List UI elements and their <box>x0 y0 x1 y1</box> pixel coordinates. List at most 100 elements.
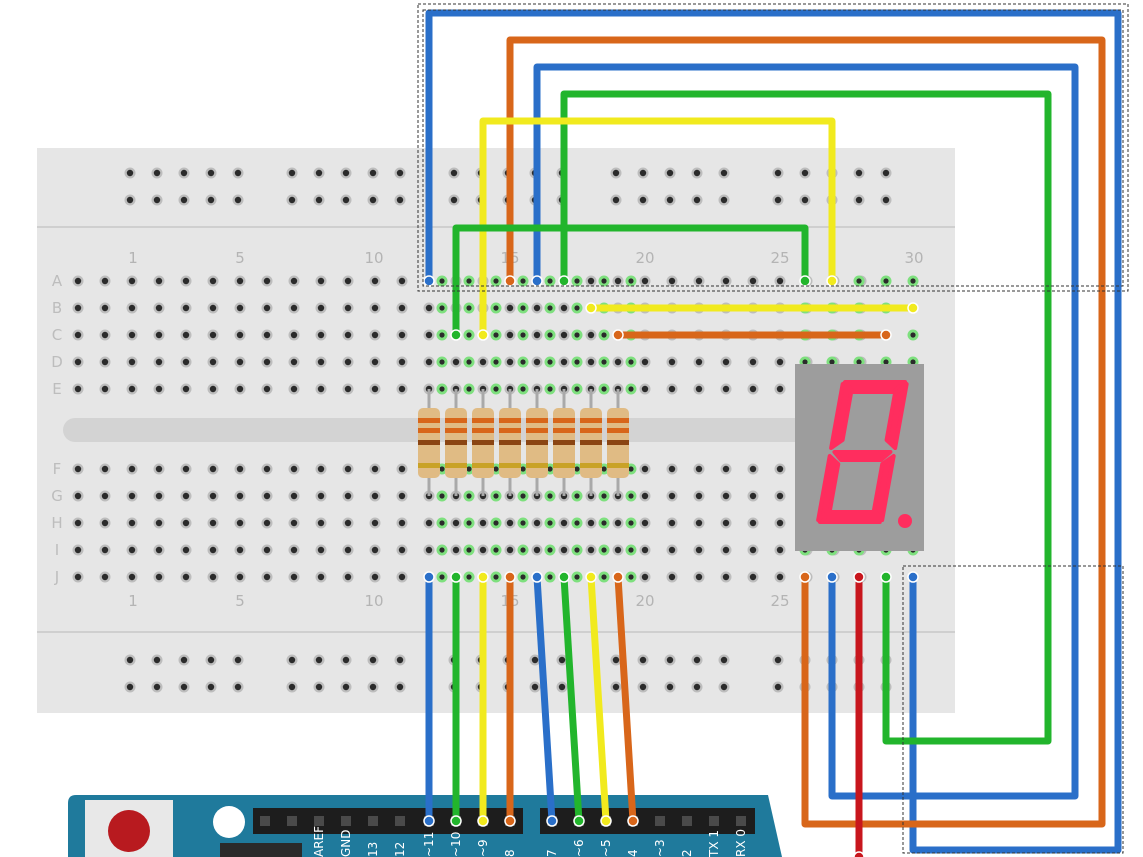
resistor-band <box>580 428 602 433</box>
hole-core <box>776 573 784 581</box>
resistor-band <box>499 440 521 445</box>
rail-hole-core <box>882 169 890 177</box>
hole-core <box>722 277 730 285</box>
connected-hole-core <box>493 574 499 580</box>
rail-hole-core <box>315 683 323 691</box>
hole-core <box>74 492 82 500</box>
resistor-band <box>607 428 629 433</box>
connected-hole-core <box>628 547 634 553</box>
rail-hole-core <box>234 656 242 664</box>
connected-hole-core <box>601 547 607 553</box>
connected-hole-core <box>628 278 634 284</box>
hole-core <box>749 465 757 473</box>
reset-button-icon[interactable] <box>108 810 150 852</box>
hole-core <box>533 331 541 339</box>
hole-core <box>533 304 541 312</box>
hole-core <box>560 331 568 339</box>
hole-core <box>317 385 325 393</box>
wire-blue-inner[interactable] <box>533 63 1079 800</box>
hole-core <box>263 304 271 312</box>
hole-core <box>290 304 298 312</box>
hole-core <box>74 304 82 312</box>
hole-core <box>317 331 325 339</box>
wire-orange-pin4[interactable] <box>614 573 637 825</box>
connected-hole-core <box>547 466 553 472</box>
resistor-band <box>607 463 629 468</box>
hole-core <box>587 358 595 366</box>
hole-core <box>398 573 406 581</box>
wire-endpoint <box>600 815 612 827</box>
wire-green-pin6[interactable] <box>560 573 583 825</box>
hole-core <box>722 519 730 527</box>
connected-hole-core <box>547 520 553 526</box>
wire-endpoint <box>612 571 624 583</box>
hole-core <box>587 546 595 554</box>
segment-outline <box>829 382 853 450</box>
hole-core <box>155 492 163 500</box>
wire-endpoint <box>423 571 435 583</box>
hole-core <box>290 519 298 527</box>
hole-core <box>533 519 541 527</box>
hole-core <box>101 492 109 500</box>
connected-hole-core <box>601 520 607 526</box>
wire-green-short[interactable] <box>452 224 809 339</box>
connected-hole-core <box>520 278 526 284</box>
column-label-bottom: 10 <box>364 592 383 610</box>
hole-core <box>182 546 190 554</box>
hole-core <box>263 465 271 473</box>
connected-hole-core <box>520 547 526 553</box>
rail-hole-core <box>882 196 890 204</box>
hole-core <box>614 358 622 366</box>
hole-core <box>533 546 541 554</box>
decimal-point <box>898 514 912 528</box>
rail-hole-core <box>693 169 701 177</box>
header-label: TX 1 <box>707 830 721 857</box>
rail-hole-core <box>666 169 674 177</box>
hole-core <box>209 492 217 500</box>
hole-core <box>695 573 703 581</box>
hole-core <box>371 277 379 285</box>
wire-green-top[interactable] <box>560 90 1052 745</box>
wire-endpoint <box>450 329 462 341</box>
header-label: 13 <box>366 842 380 857</box>
column-label-bottom: 5 <box>235 592 245 610</box>
resistor-band <box>553 418 575 423</box>
wire-orange-top[interactable] <box>506 36 1106 828</box>
rail-hole-core <box>801 169 809 177</box>
wire-endpoint <box>531 571 543 583</box>
rail-hole-core <box>612 656 620 664</box>
wire-yellow-pin5[interactable] <box>587 573 610 825</box>
resistor-band <box>472 418 494 423</box>
connected-hole-core <box>493 359 499 365</box>
hole-core <box>236 573 244 581</box>
hole-core <box>182 304 190 312</box>
hole-core <box>344 358 352 366</box>
rail-hole-core <box>720 656 728 664</box>
hole-core <box>614 519 622 527</box>
wire-blue-outer[interactable] <box>425 9 1122 854</box>
wire-blue-pin7[interactable] <box>533 573 556 825</box>
connected-hole-core <box>574 332 580 338</box>
connected-hole-core <box>856 278 862 284</box>
connected-hole-core <box>493 386 499 392</box>
hole-core <box>398 304 406 312</box>
hole-core <box>560 519 568 527</box>
hole-core <box>155 358 163 366</box>
hole-core <box>344 277 352 285</box>
rail-hole-core <box>612 169 620 177</box>
selection-outline-top <box>417 3 1129 292</box>
row-label: F <box>53 460 62 478</box>
hole-core <box>479 358 487 366</box>
hole-core <box>155 385 163 393</box>
hole-core <box>398 519 406 527</box>
hole-core <box>452 358 460 366</box>
hole-core <box>398 331 406 339</box>
column-label-top: 30 <box>904 249 923 267</box>
hole-core <box>236 519 244 527</box>
rail-hole-core <box>288 656 296 664</box>
selection-outline-top-inner <box>422 9 1124 287</box>
rail-hole-core <box>342 656 350 664</box>
connected-hole-core <box>439 466 445 472</box>
